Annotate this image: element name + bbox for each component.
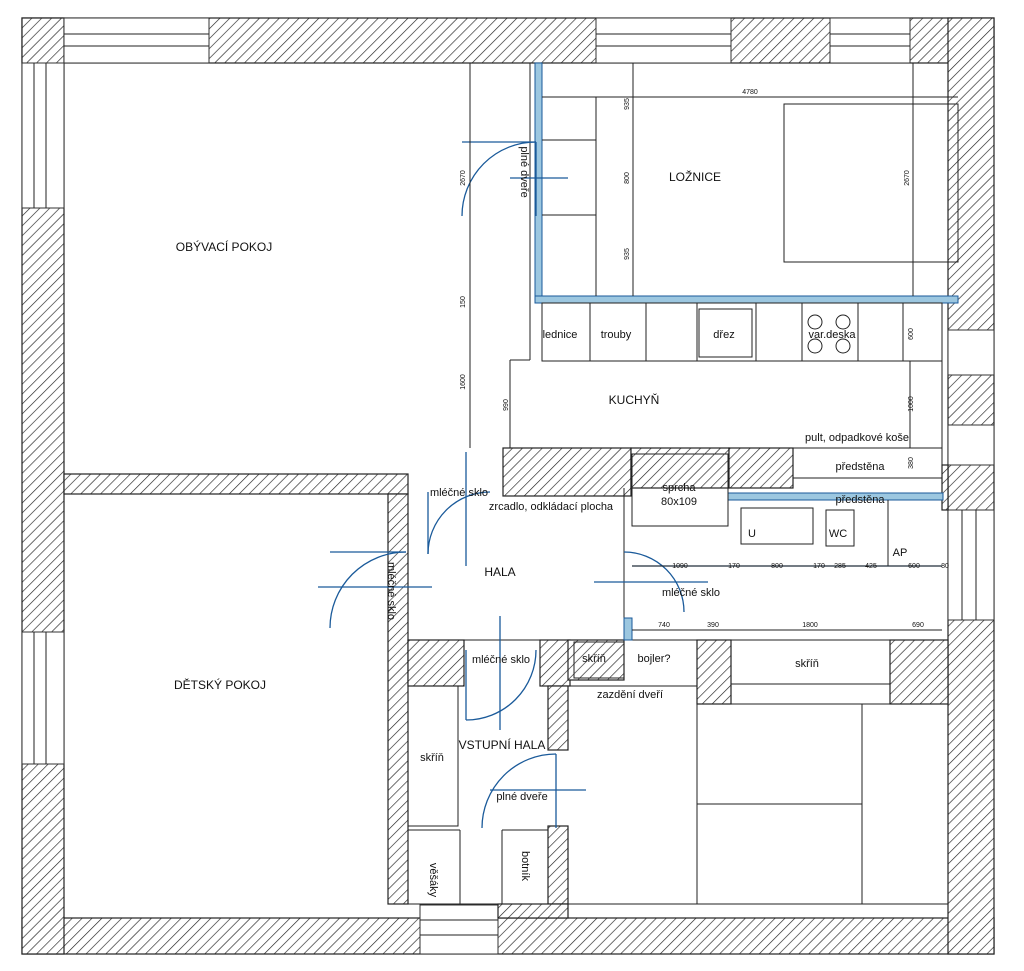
dim-bedroom-depth: 2670 — [904, 170, 911, 186]
dim-corridor-2: 150 — [460, 296, 467, 308]
dim-bath-1: 1090 — [672, 563, 688, 570]
label-door-solid-entry: plné dveře — [496, 791, 547, 803]
label-door-frosted-hall: mléčné sklo — [430, 487, 488, 499]
dim-kitchen-aisle: 1000 — [908, 396, 915, 412]
dim-corridor-1: 2670 — [460, 170, 467, 186]
room-bedroom: LOŽNICE — [669, 169, 721, 184]
label-shower-size: 80x109 — [661, 496, 697, 508]
label-sink: dřez — [713, 329, 734, 341]
dim-partition-depth: 380 — [908, 457, 915, 469]
dim-kitchen-counter: 600 — [908, 328, 915, 340]
label-mirror: zrcadlo, odkládací plocha — [489, 501, 614, 513]
label-partition-1: předstěna — [836, 461, 886, 473]
label-door-solid-bedroom: plné dveře — [518, 146, 530, 197]
dimension-lines — [469, 96, 958, 631]
label-counter-bins: pult, odpadkové koše — [805, 432, 909, 444]
dim-bath-8: 80 — [941, 563, 949, 570]
dim-bath-5: 285 — [834, 563, 846, 570]
room-children: DĚTSKÝ POKOJ — [174, 677, 266, 692]
label-shower: sprcha — [662, 482, 696, 494]
bedroom — [542, 63, 959, 296]
label-fridge: lednice — [543, 329, 578, 341]
label-ap: AP — [893, 547, 908, 559]
kitchen — [541, 302, 943, 479]
label-wardrobe-entry: skříň — [420, 752, 444, 764]
label-wardrobe-hall: skříň — [582, 653, 606, 665]
dim-bath-11: 1800 — [802, 622, 818, 629]
label-partition-2: předstěna — [836, 494, 886, 506]
interior-walls — [63, 447, 949, 919]
dimension-labels: 4780 2670 935 800 935 2670 150 1600 990 … — [460, 89, 949, 629]
label-walled-door: zazdění dveří — [597, 689, 663, 701]
room-labels: OBÝVACÍ POKOJ DĚTSKÝ POKOJ LOŽNICE KUCHY… — [174, 169, 721, 752]
label-wardrobe-bath: skříň — [795, 658, 819, 670]
dim-corridor-3: 1600 — [460, 374, 467, 390]
windows — [21, 17, 995, 955]
label-shoe-cabinet: botník — [519, 851, 531, 881]
label-door-frosted-children: mléčné sklo — [385, 562, 397, 620]
label-washbasin: U — [748, 528, 756, 540]
label-hob: var.deska — [808, 329, 856, 341]
dim-bath-4: 170 — [813, 563, 825, 570]
doors — [318, 141, 708, 829]
dim-bath-12: 690 — [912, 622, 924, 629]
label-door-frosted-bath: mléčné sklo — [662, 587, 720, 599]
door-labels: plné dveře plné dveře mléčné sklo mléčné… — [385, 146, 720, 803]
label-door-frosted-entry: mléčné sklo — [472, 654, 530, 666]
fixture-labels: lednice trouby dřez var.deska pult, odpa… — [420, 329, 909, 898]
dim-bath-3: 800 — [771, 563, 783, 570]
dim-bedroom-wall-1: 935 — [624, 98, 631, 110]
label-ovens: trouby — [601, 329, 632, 341]
label-wc: WC — [829, 528, 847, 540]
dim-bedroom-wall-2: 800 — [624, 172, 631, 184]
room-kitchen: KUCHYŇ — [609, 392, 660, 407]
dim-bath-2: 170 — [728, 563, 740, 570]
room-hall: HALA — [484, 565, 515, 579]
dim-bath-10: 390 — [707, 622, 719, 629]
dim-bedroom-wall-3: 935 — [624, 248, 631, 260]
room-living: OBÝVACÍ POKOJ — [176, 239, 272, 254]
dim-bath-6: 425 — [865, 563, 877, 570]
dim-bath-9: 740 — [658, 622, 670, 629]
room-entrance-hall: VSTUPNÍ HALA — [459, 737, 546, 752]
label-boiler: bojler? — [637, 653, 670, 665]
entry — [407, 685, 548, 904]
label-hangers: věšáky — [427, 863, 439, 898]
dim-bedroom-width: 4780 — [742, 89, 758, 96]
dim-kitchen-depth: 990 — [503, 399, 510, 411]
dim-bath-7: 600 — [908, 563, 920, 570]
